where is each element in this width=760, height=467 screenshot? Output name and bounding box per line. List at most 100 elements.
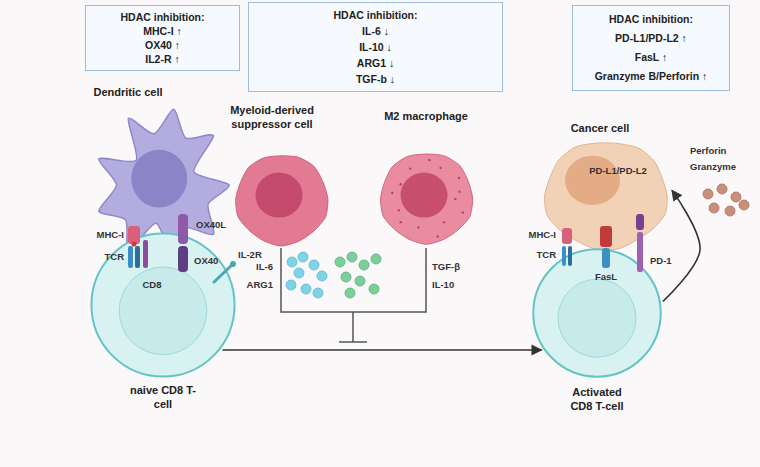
cell-nucleus <box>565 156 620 205</box>
cell-name: Activated CD8 T-cell <box>561 386 633 414</box>
cell-body <box>236 156 328 246</box>
pdl1-ligand <box>636 214 644 230</box>
granule <box>454 198 456 200</box>
cell-outline <box>545 140 670 252</box>
part-label: Granzyme <box>690 162 736 173</box>
cytokine-dot <box>301 284 311 294</box>
cell-nucleus <box>131 150 187 208</box>
connector-arrow <box>222 349 541 351</box>
cell-body <box>381 154 473 244</box>
cell-body <box>91 233 234 376</box>
info-item: MHC-I ↑ <box>96 24 229 38</box>
part-label: MHC-I <box>97 230 124 241</box>
tcr-chain <box>128 246 133 268</box>
info-item: FasL ↑ <box>583 48 719 67</box>
granule-dot <box>731 192 741 202</box>
granule <box>428 159 430 161</box>
cell-outline <box>377 150 475 248</box>
granule-dot <box>739 200 749 210</box>
cytokine-dot <box>355 276 365 286</box>
cancer-cell: Cancer cell <box>545 140 670 252</box>
cell-name: M2 macrophage <box>366 110 486 124</box>
info-item: IL-6 ↓ <box>259 23 492 39</box>
info-item: TGF-b ↓ <box>259 71 492 87</box>
info-heading: HDAC inhibition: <box>96 10 229 24</box>
granule <box>398 209 400 211</box>
t-cell: Activated CD8 T-cell <box>532 248 662 378</box>
ox40-receptor <box>178 246 188 272</box>
mdsc-cell: Myeloid-derived suppressor cell <box>232 150 330 248</box>
cell-name: naive CD8 T-cell <box>127 384 199 412</box>
info-box: HDAC inhibition:PD-L1/PD-L2 ↑FasL ↑Granz… <box>572 5 730 91</box>
cell-body <box>545 143 668 250</box>
connector-arrow <box>663 190 700 301</box>
info-item: IL2-R ↑ <box>96 52 229 66</box>
granule <box>437 235 439 237</box>
granule <box>439 167 441 169</box>
granule-dots <box>703 184 749 216</box>
cell-outline <box>232 150 330 248</box>
cell-body <box>533 249 660 376</box>
granule <box>417 226 419 228</box>
part-label: MHC-I <box>529 230 556 241</box>
part-label: ARG1 <box>247 280 273 291</box>
mhc-receptor <box>128 226 140 244</box>
granule <box>443 221 445 223</box>
cytokine-dot <box>369 284 379 294</box>
granule <box>409 167 411 169</box>
cytokine-dot <box>371 254 381 264</box>
pd1-receptor <box>637 232 643 272</box>
cell-name: Myeloid-derived suppressor cell <box>202 104 342 132</box>
granule-dot <box>717 184 727 194</box>
info-heading: HDAC inhibition: <box>583 10 719 29</box>
peptide <box>132 242 137 247</box>
granule-dot <box>709 203 719 213</box>
part-label: IL-2R <box>238 250 262 261</box>
cytokine-dot <box>286 280 296 290</box>
cytokine-dot <box>313 288 323 298</box>
part-label: Perforin <box>690 146 726 157</box>
part-label: TCR <box>536 250 556 261</box>
cd8-coreceptor <box>143 240 148 268</box>
macrophage-cell: M2 macrophage <box>377 150 475 248</box>
cell-name: Cancer cell <box>550 122 650 136</box>
cytokine-dot <box>287 257 297 267</box>
cell-nucleus <box>256 173 303 218</box>
tcr-chain <box>135 246 140 268</box>
info-box: HDAC inhibition:MHC-I ↑OX40 ↑IL2-R ↑ <box>85 5 240 71</box>
part-label: PD-L1/PD-L2 <box>589 166 647 177</box>
mhc-receptor <box>562 228 572 244</box>
cell-nucleus <box>558 279 636 357</box>
granule <box>458 177 460 179</box>
granule <box>391 192 393 194</box>
part-label: OX40L <box>196 220 226 231</box>
granule-dot <box>703 189 713 199</box>
tcr-chain <box>562 246 566 266</box>
granule <box>462 211 464 213</box>
granule <box>399 183 401 185</box>
il2r-head <box>230 261 236 267</box>
granule <box>400 221 402 223</box>
cytokine-dot <box>294 268 304 278</box>
info-box: HDAC inhibition:IL-6 ↓IL-10 ↓ARG1 ↓TGF-b… <box>248 2 503 92</box>
cytokine-dots <box>286 252 327 298</box>
part-label: IL-10 <box>432 280 454 291</box>
cytokine-dot <box>341 272 351 282</box>
inhibition-bracket <box>281 248 426 342</box>
cell-nucleus <box>401 173 448 218</box>
part-label: FasL <box>595 272 617 283</box>
cytokine-dot <box>335 257 345 267</box>
tcr-chain <box>568 246 572 266</box>
ox40l-ligand <box>178 214 188 244</box>
part-label: TCR <box>104 252 124 263</box>
part-label: TGF-β <box>432 262 460 273</box>
part-label: IL-6 <box>256 262 273 273</box>
cytokine-dots <box>335 252 381 298</box>
granule-dot <box>725 206 735 216</box>
part-label: CD8 <box>142 280 161 291</box>
granule <box>458 190 460 192</box>
info-item: ARG1 ↓ <box>259 55 492 71</box>
info-heading: HDAC inhibition: <box>259 7 492 23</box>
info-item: IL-10 ↓ <box>259 39 492 55</box>
cytokine-dot <box>309 260 319 270</box>
